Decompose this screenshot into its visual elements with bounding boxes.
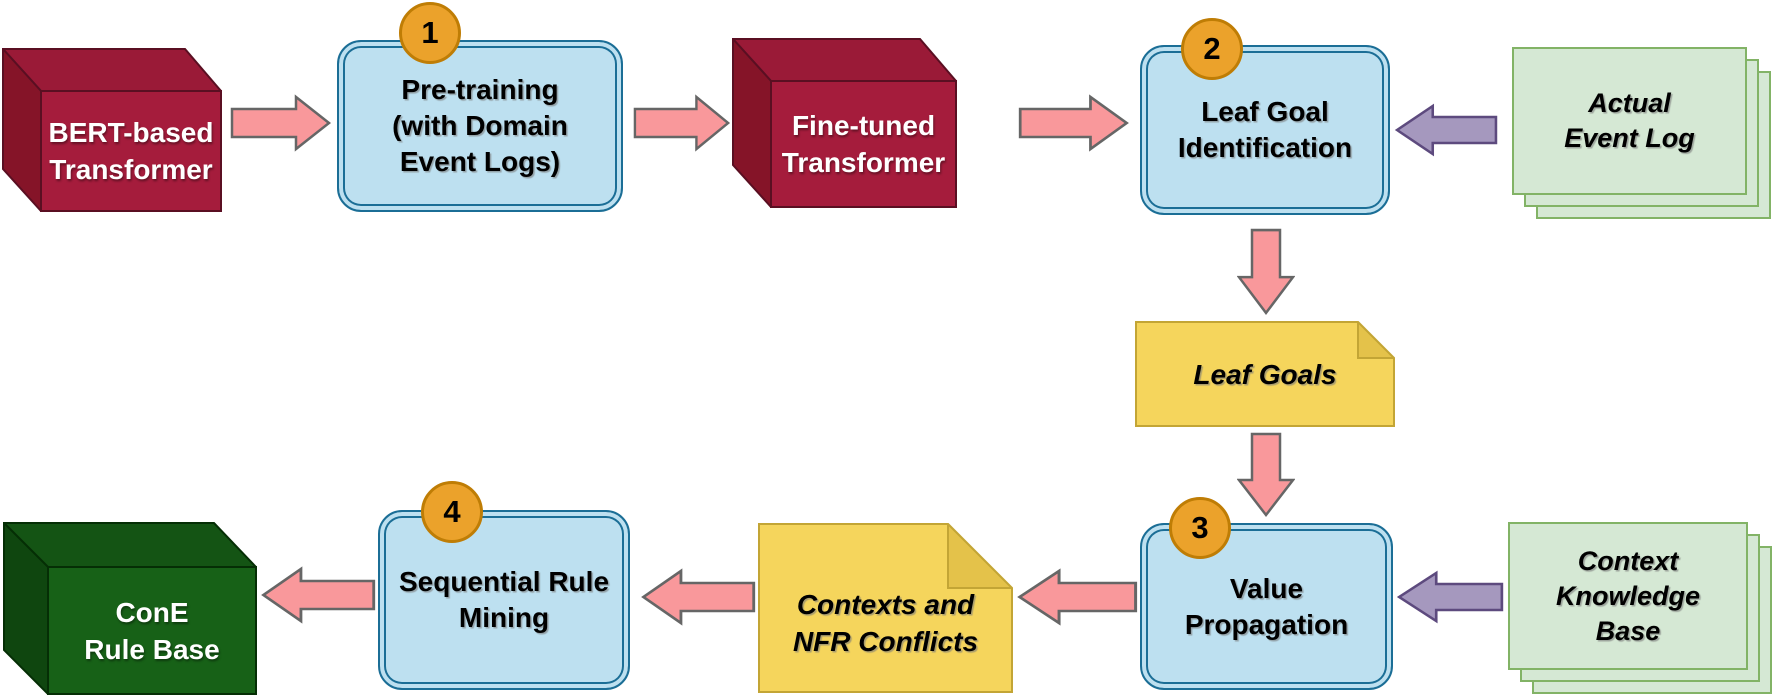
node-bert-transformer: BERT-based Transformer: [2, 48, 222, 212]
folded-note-icon: [1135, 321, 1395, 427]
node-sequential-rule-mining: [378, 510, 630, 690]
step-badge-4: 4: [421, 481, 483, 543]
cube-3d-icon: [2, 48, 222, 212]
cube-3d-icon: [3, 522, 257, 695]
document-sheet-front: [1508, 522, 1748, 670]
step-badge-2: 2: [1181, 18, 1243, 80]
cube-3d-icon: [732, 38, 957, 208]
arrow-leafgoalid-to-leafgoals-icon: [1237, 228, 1295, 316]
node-context-knowledge-base: Context Knowledge Base: [1508, 522, 1773, 695]
arrow-bert-to-pretraining-icon: [230, 94, 332, 152]
node-leafgoal-identification: [1140, 45, 1390, 215]
node-finetuned-transformer: Fine-tuned Transformer: [732, 38, 957, 208]
node-pretraining: [337, 40, 623, 212]
arrow-contexts-to-seqmining-icon: [641, 568, 756, 626]
arrow-finetuned-to-leafgoal-icon: [1018, 94, 1129, 152]
arrow-pretraining-to-finetuned-icon: [633, 94, 731, 152]
node-cone-rule-base: ConE Rule Base: [3, 522, 257, 695]
folded-note-icon: [758, 523, 1013, 693]
arrow-eventlog-to-leafgoal-icon: [1394, 103, 1498, 157]
node-leaf-goals: Leaf Goals: [1135, 321, 1395, 427]
arrow-contextkb-to-valueprop-icon: [1396, 570, 1504, 624]
arrow-seqmining-to-conerulebase-icon: [261, 566, 376, 624]
document-sheet-front: [1512, 47, 1747, 195]
node-actual-event-log: Actual Event Log: [1512, 47, 1772, 221]
arrow-leafgoals-to-valueprop-icon: [1237, 432, 1295, 518]
node-value-propagation: [1140, 523, 1393, 690]
step-badge-1: 1: [399, 2, 461, 64]
step-badge-3: 3: [1169, 497, 1231, 559]
node-contexts-nfr-conflicts: Contexts and NFR Conflicts: [758, 523, 1013, 693]
arrow-valueprop-to-contexts-icon: [1017, 568, 1138, 626]
